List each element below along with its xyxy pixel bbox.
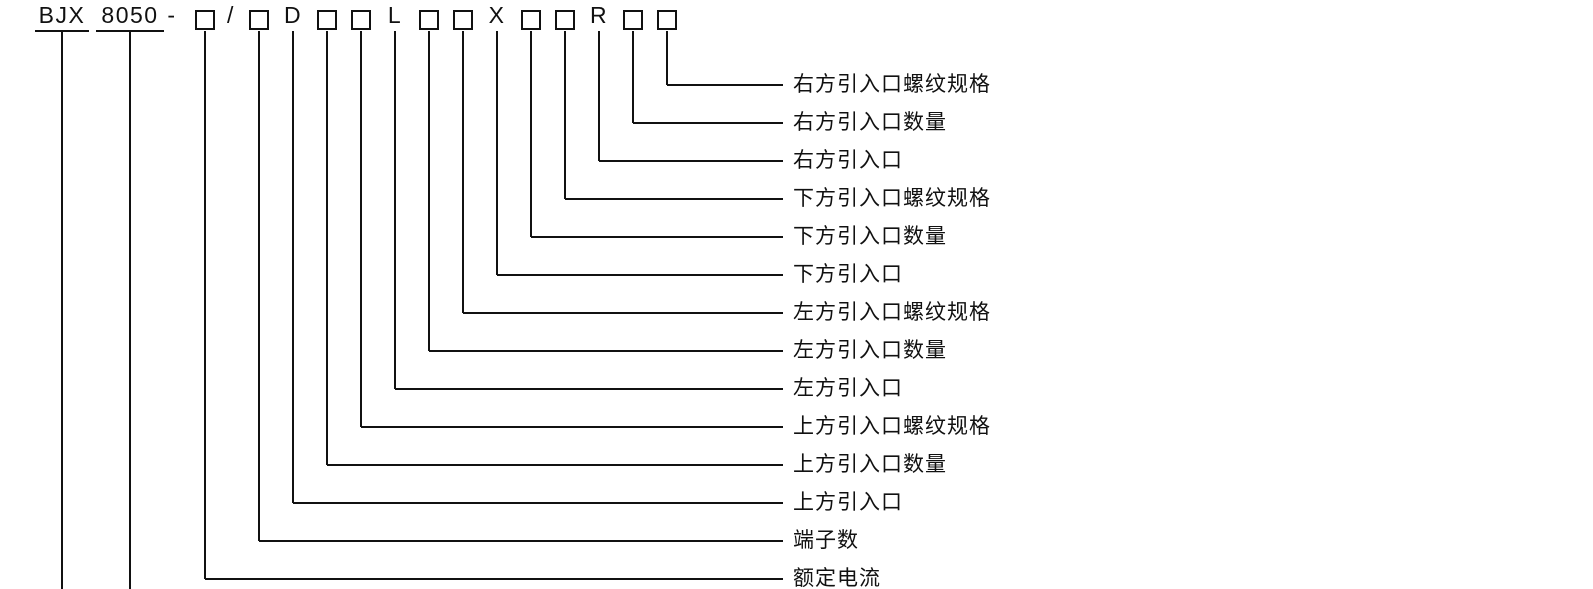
code-box xyxy=(419,10,439,30)
code-text: 8050 xyxy=(101,2,159,28)
callout-label: 右方引入口数量 xyxy=(793,111,947,134)
code-text: D xyxy=(283,2,303,28)
callout-label: 上方引入口螺纹规格 xyxy=(793,415,991,438)
code-text: L xyxy=(387,2,403,28)
callout-label: 端子数 xyxy=(793,529,859,552)
code-box xyxy=(521,10,541,30)
code-box xyxy=(453,10,473,30)
callout-label: 下方引入口 xyxy=(793,263,903,286)
code-text: BJX xyxy=(38,2,86,28)
callout-label: 下方引入口数量 xyxy=(793,225,947,248)
callout-label: 左方引入口数量 xyxy=(793,339,947,362)
code-box xyxy=(657,10,677,30)
code-box xyxy=(249,10,269,30)
code-text: / xyxy=(227,2,235,28)
callout-label: 右方引入口螺纹规格 xyxy=(793,73,991,96)
callout-label: 上方引入口数量 xyxy=(793,453,947,476)
callout-label: 左方引入口螺纹规格 xyxy=(793,301,991,324)
callout-label: 左方引入口 xyxy=(793,377,903,400)
callout-label: 右方引入口 xyxy=(793,149,903,172)
code-box xyxy=(317,10,337,30)
code-box xyxy=(195,10,215,30)
code-box xyxy=(351,10,371,30)
code-text: R xyxy=(589,2,609,28)
code-box xyxy=(555,10,575,30)
code-box xyxy=(623,10,643,30)
code-text: - xyxy=(167,2,177,28)
code-text: X xyxy=(488,2,506,28)
callout-label: 上方引入口 xyxy=(793,491,903,514)
callout-label: 下方引入口螺纹规格 xyxy=(793,187,991,210)
callout-label: 额定电流 xyxy=(793,567,881,589)
